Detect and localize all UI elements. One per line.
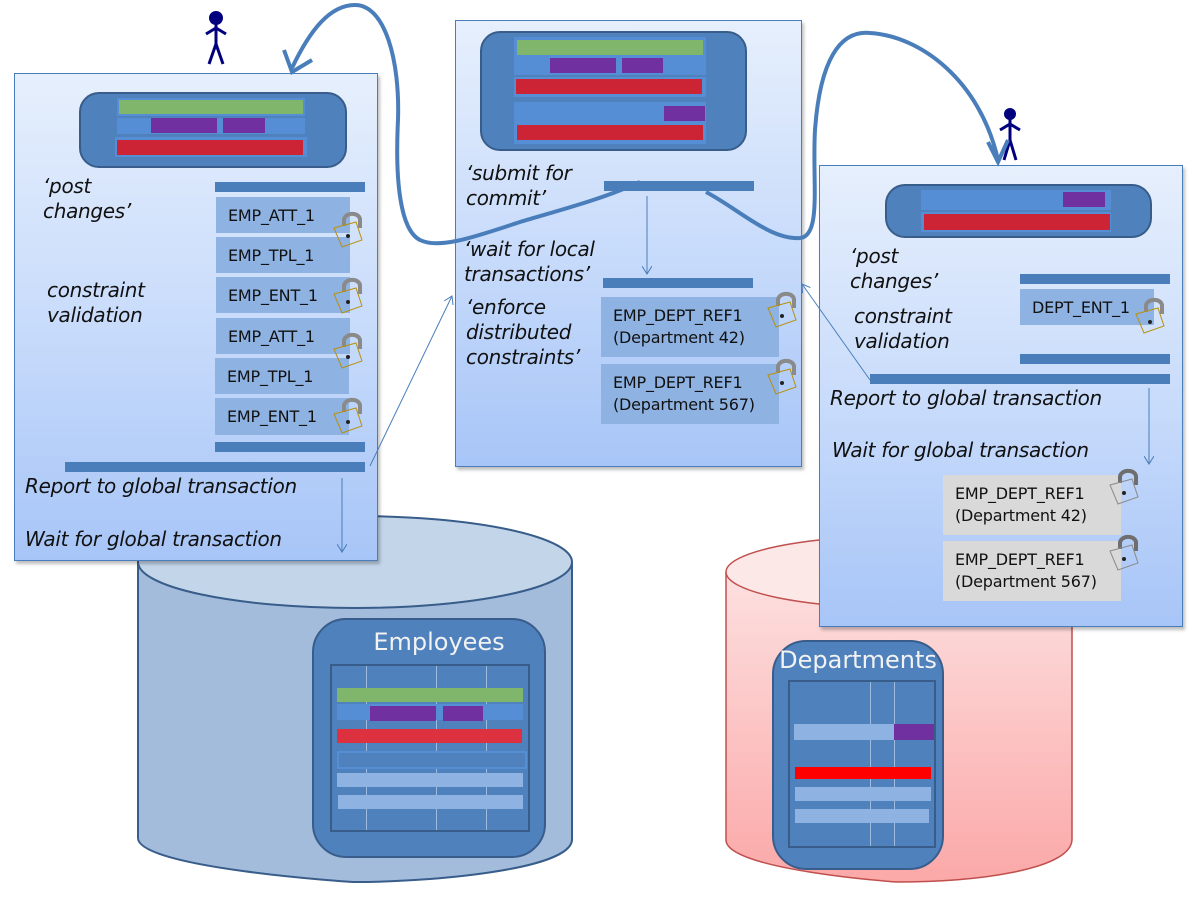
departments-grid xyxy=(788,680,936,848)
right-post-changes-label: ‘post changes’ xyxy=(850,244,938,293)
left-item-2: EMP_ENT_1 xyxy=(216,277,350,313)
left-report-label: Report to global transaction xyxy=(25,474,297,498)
lock-icon xyxy=(766,358,798,395)
employees-row-purple-a xyxy=(370,706,436,721)
left-bar-bottom xyxy=(215,442,365,452)
left-wait-label: Wait for global transaction xyxy=(25,527,282,551)
employees-table-title: Employees xyxy=(373,628,505,656)
lock-icon xyxy=(332,211,364,248)
right-constraint-validation-label: constraint validation xyxy=(854,304,952,353)
left-report-arrow xyxy=(369,296,452,467)
departments-table-title: Departments xyxy=(779,646,937,674)
right-report-label: Report to global transaction xyxy=(830,386,1102,410)
enforce-distributed-constraints-label: ‘enforce distributed constraints’ xyxy=(466,295,580,369)
right-app-screen xyxy=(885,184,1152,238)
left-constraint-validation-label: constraint validation xyxy=(47,278,145,327)
right-pending-item-1: EMP_DEPT_REF1 (Department 567) xyxy=(943,541,1121,601)
middle-item-0: EMP_DEPT_REF1 (Department 42) xyxy=(601,297,779,357)
departments-row-purple xyxy=(894,724,934,740)
global-app-screen xyxy=(480,31,747,151)
lock-icon xyxy=(332,397,364,434)
right-bar-bottom xyxy=(1020,354,1170,364)
user-icon xyxy=(999,108,1021,161)
lock-icon xyxy=(332,332,364,369)
right-pending-item-0: EMP_DEPT_REF1 (Department 42) xyxy=(943,475,1121,535)
middle-item-1: EMP_DEPT_REF1 (Department 567) xyxy=(601,364,779,424)
employees-row-red xyxy=(337,729,522,743)
right-item-0: DEPT_ENT_1 xyxy=(1020,289,1154,325)
left-local-transaction-panel: ‘post changes’ constraint validation EMP… xyxy=(14,73,378,561)
left-post-changes-label: ‘post changes’ xyxy=(43,174,131,223)
user-icon xyxy=(205,11,227,65)
employees-row-purple-b xyxy=(443,706,483,721)
left-item-3: EMP_ATT_1 xyxy=(216,318,350,354)
left-item-5: EMP_ENT_1 xyxy=(215,398,349,435)
departments-row-red xyxy=(795,767,931,779)
grey-lock-icon xyxy=(1108,468,1140,505)
global-transaction-panel: ‘submit for commit’ ‘wait for local tran… xyxy=(455,20,802,467)
departments-table: Departments xyxy=(772,640,944,870)
submit-bar xyxy=(604,181,754,191)
left-app-screen xyxy=(79,92,347,168)
wait-for-local-transactions-label: ‘wait for local transactions’ xyxy=(464,237,595,286)
employees-table: Employees xyxy=(312,618,546,858)
left-item-4: EMP_TPL_1 xyxy=(215,358,349,394)
grey-lock-icon xyxy=(1108,534,1140,571)
local-wait-bar xyxy=(603,278,753,288)
left-bar-report xyxy=(65,462,365,472)
right-wait-label: Wait for global transaction xyxy=(832,438,1089,462)
right-bar-report xyxy=(870,374,1170,384)
employees-grid xyxy=(330,664,530,832)
employees-row-green xyxy=(337,688,523,702)
right-local-transaction-panel: ‘post changes’ constraint validation DEP… xyxy=(819,165,1183,627)
left-bar-top xyxy=(215,182,365,192)
arrowhead xyxy=(282,49,314,75)
left-item-1: EMP_TPL_1 xyxy=(216,237,350,273)
right-bar-top xyxy=(1020,274,1170,284)
lock-icon xyxy=(766,291,798,328)
lock-icon xyxy=(1134,297,1166,334)
submit-for-commit-label: ‘submit for commit’ xyxy=(466,161,572,210)
lock-icon xyxy=(332,277,364,314)
